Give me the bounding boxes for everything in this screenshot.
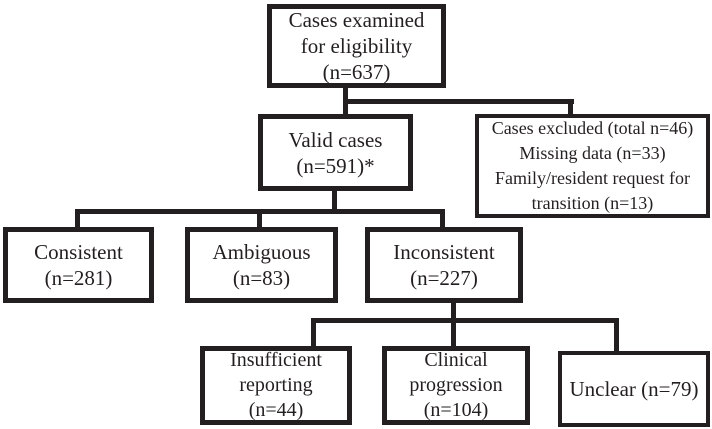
node-unclear: Unclear (n=79) xyxy=(558,351,710,427)
node-cases-excluded-request-line: Family/resident request for xyxy=(495,168,690,188)
node-cases-examined: Cases examined for eligibility (n=637) xyxy=(267,4,446,88)
node-ambiguous-line: Ambiguous xyxy=(212,240,311,264)
connector-unclear-drop-vertical xyxy=(614,318,619,353)
node-cases-examined-count: (n=637) xyxy=(322,60,391,84)
node-unclear-line: Unclear (n=79) xyxy=(569,377,699,401)
node-clinical-progression-line: progression xyxy=(409,374,503,396)
node-insufficient-reporting-line: reporting xyxy=(239,374,313,396)
node-consistent: Consistent (n=281) xyxy=(3,227,154,303)
node-insufficient-reporting-count: (n=44) xyxy=(248,399,304,421)
connector-insufficient-drop-vertical xyxy=(311,318,316,348)
connector-inconsistent-feed-vertical xyxy=(451,301,456,348)
node-ambiguous: Ambiguous (n=83) xyxy=(185,227,338,303)
connector-ambiguous-drop-vertical xyxy=(257,209,262,229)
connector-consistent-drop-vertical xyxy=(75,209,80,229)
connector-valid-feed-vertical xyxy=(332,189,337,214)
node-inconsistent: Inconsistent (n=227) xyxy=(365,227,523,303)
node-consistent-count: (n=281) xyxy=(44,266,113,290)
node-cases-excluded: Cases excluded (total n=46) Missing data… xyxy=(475,114,710,218)
node-clinical-progression-line: Clinical xyxy=(424,349,488,371)
node-consistent-line: Consistent xyxy=(34,240,123,264)
node-insufficient-reporting: Insufficient reporting (n=44) xyxy=(200,346,352,425)
node-insufficient-reporting-line: Insufficient xyxy=(230,349,322,371)
node-inconsistent-line: Inconsistent xyxy=(393,240,495,264)
node-clinical-progression-count: (n=104) xyxy=(423,399,489,421)
connector-examined-to-excluded-horizontal xyxy=(343,99,574,104)
node-ambiguous-count: (n=83) xyxy=(232,266,291,290)
connector-tier3-horizontal xyxy=(311,318,619,323)
node-cases-excluded-request-line: transition (n=13) xyxy=(531,193,654,213)
node-inconsistent-count: (n=227) xyxy=(410,266,478,290)
node-valid-cases-count: (n=591)* xyxy=(296,153,375,178)
node-valid-cases: Valid cases (n=591)* xyxy=(258,114,413,191)
node-cases-excluded-total: Cases excluded (total n=46) xyxy=(491,118,694,138)
node-clinical-progression: Clinical progression (n=104) xyxy=(382,346,530,425)
node-cases-examined-line: for eligibility xyxy=(300,34,413,58)
node-cases-excluded-missing-data: Missing data (n=33) xyxy=(519,143,666,163)
connector-excluded-drop-vertical xyxy=(568,99,573,116)
node-cases-examined-line: Cases examined xyxy=(288,8,425,32)
node-valid-cases-line: Valid cases xyxy=(288,127,383,152)
connector-inconsistent-drop-vertical xyxy=(440,209,445,229)
